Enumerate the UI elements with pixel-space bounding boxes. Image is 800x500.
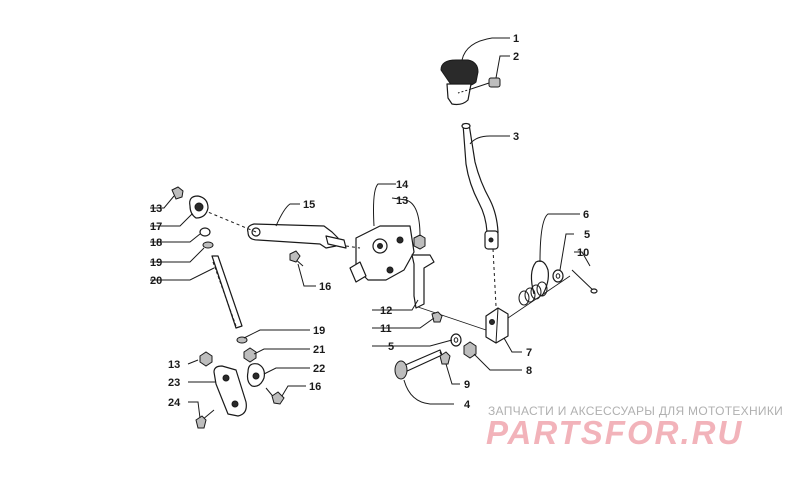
callout-20: 20 xyxy=(150,275,162,287)
callout-8: 8 xyxy=(526,365,532,377)
watermark-tagline: ЗАПЧАСТИ И АКСЕССУАРЫ ДЛЯ МОТОТЕХНИКИ xyxy=(488,404,784,418)
washer-left xyxy=(450,333,462,347)
callout-13b: 13 xyxy=(396,195,408,207)
watermark-brand[interactable]: PARTSFOR.RU xyxy=(486,414,744,451)
callout-7: 7 xyxy=(526,347,532,359)
washer-right xyxy=(552,269,564,283)
torsion-spring xyxy=(518,260,549,306)
callout-2: 2 xyxy=(513,51,519,63)
callout-4: 4 xyxy=(464,399,471,411)
connecting-rod xyxy=(211,255,243,329)
callout-14: 14 xyxy=(396,179,409,191)
callout-5b: 5 xyxy=(388,341,394,353)
pin-bracket xyxy=(411,254,435,309)
callout-19a: 19 xyxy=(150,257,162,269)
lower-bolt xyxy=(195,409,215,429)
callout-13a: 13 xyxy=(150,203,162,215)
pivot-arm xyxy=(485,307,509,344)
arm-bolt xyxy=(289,250,304,267)
upper-ball-joint xyxy=(171,186,214,249)
callout-18: 18 xyxy=(150,237,162,249)
linkage-arm xyxy=(202,209,361,249)
callout-16b: 16 xyxy=(309,381,321,393)
callout-6: 6 xyxy=(583,209,589,221)
callout-12: 12 xyxy=(380,305,392,317)
mounting-bracket xyxy=(349,225,415,283)
callout-3: 3 xyxy=(513,131,519,143)
callout-19b: 19 xyxy=(313,325,325,337)
lower-lever xyxy=(199,351,247,417)
callout-numbers: 1 2 3 6 5 10 14 13 15 16 13 17 18 19 20 … xyxy=(150,33,590,411)
callout-10: 10 xyxy=(577,247,589,259)
callout-23: 23 xyxy=(168,377,180,389)
shift-lever xyxy=(461,122,499,307)
callout-5a: 5 xyxy=(584,229,590,241)
callout-15: 15 xyxy=(303,199,315,211)
pin-bolt xyxy=(431,311,443,323)
callout-1: 1 xyxy=(513,33,519,45)
callout-21: 21 xyxy=(313,344,325,356)
small-bolt xyxy=(439,351,451,365)
cotter-pin xyxy=(571,269,598,294)
lower-ball-joint xyxy=(236,336,285,405)
callout-11: 11 xyxy=(380,323,392,335)
leader-lines xyxy=(150,37,591,419)
lock-nut xyxy=(463,341,477,359)
shift-knob xyxy=(440,59,479,106)
callout-9: 9 xyxy=(464,379,470,391)
knob-bolt xyxy=(457,77,501,94)
pivot-bolt xyxy=(394,349,443,380)
callout-22: 22 xyxy=(313,363,325,375)
callout-13c: 13 xyxy=(168,359,180,371)
callout-17: 17 xyxy=(150,221,162,233)
callout-16a: 16 xyxy=(319,281,331,293)
callout-24: 24 xyxy=(168,397,181,409)
bracket-nut xyxy=(413,234,426,250)
